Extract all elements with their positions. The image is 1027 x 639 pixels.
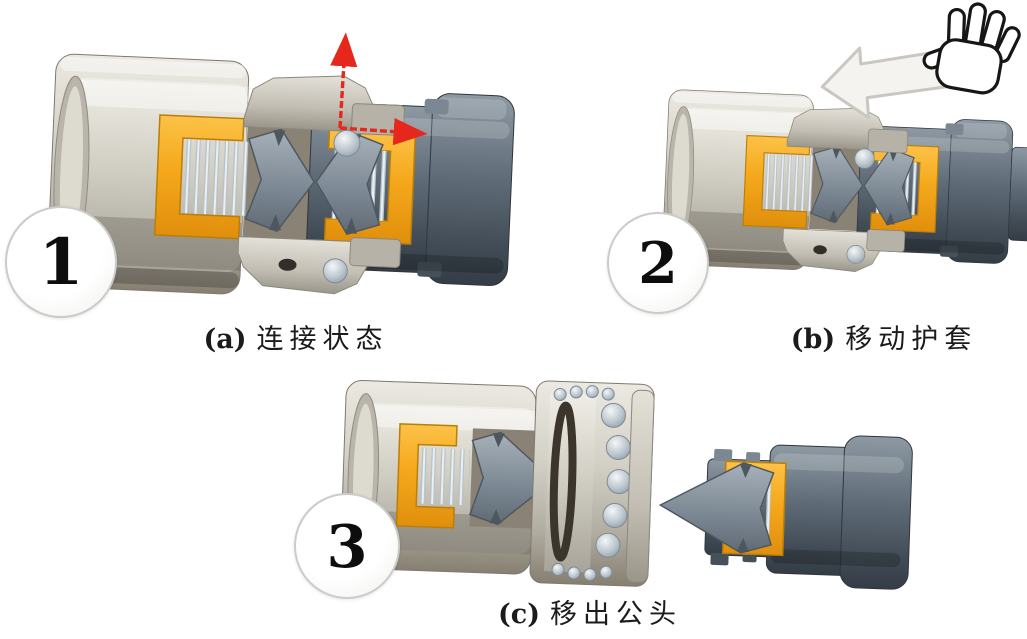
- step-number: 3: [326, 511, 368, 581]
- socket-face-with-balls: [529, 380, 655, 587]
- step-number: 1: [38, 224, 84, 300]
- caption-b-text: 移动护套: [845, 324, 978, 355]
- step-badge-1: 1: [5, 206, 117, 318]
- caption-c: (c) 移出公头: [420, 598, 760, 632]
- caption-c-text: 移出公头: [550, 599, 682, 630]
- male-plug: [658, 435, 913, 590]
- caption-b: (b) 移动护套: [714, 323, 1027, 357]
- step-badge-3: 3: [294, 493, 400, 599]
- seal-groove: [549, 401, 577, 562]
- step-badge-2: 2: [607, 212, 709, 314]
- caption-a-prefix: (a): [203, 324, 247, 355]
- panel-b-sleeve-moved-coupling: [662, 2, 1027, 279]
- step-number: 2: [638, 229, 678, 297]
- caption-c-prefix: (c): [498, 599, 540, 630]
- caption-a: (a) 连接状态: [126, 323, 466, 357]
- caption-b-prefix: (b): [790, 324, 836, 355]
- hand-icon: [922, 2, 1021, 95]
- panel-a-connected-coupling: [46, 46, 516, 306]
- male-plug-hose-end: [1007, 146, 1027, 243]
- female-poppet-valve: [468, 431, 555, 526]
- female-valve-seat: [395, 423, 458, 529]
- male-poppet-valve: [658, 462, 775, 554]
- caption-a-text: 连接状态: [256, 324, 389, 355]
- panel-c-separated-coupling: [340, 380, 913, 590]
- direction-arrows-icon: [330, 32, 428, 146]
